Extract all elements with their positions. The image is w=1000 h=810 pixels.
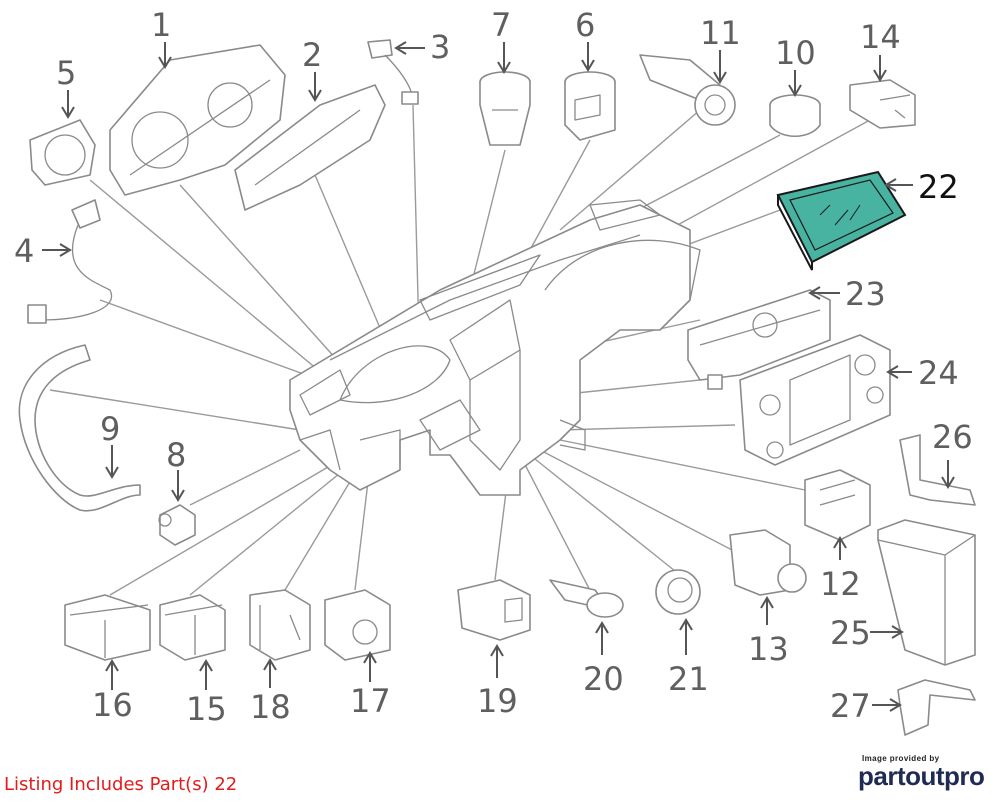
callout-18: 18 (250, 688, 291, 726)
callout-26: 26 (932, 418, 973, 456)
part-19-switch (457, 579, 531, 641)
part-11-ignition (639, 54, 736, 126)
callout-16: 16 (92, 686, 133, 724)
callout-15: 15 (186, 690, 227, 728)
callout-1: 1 (151, 6, 171, 44)
part-16-switch (64, 594, 151, 661)
callout-24: 24 (918, 354, 959, 392)
callout-labels: 1 2 3 4 5 6 7 8 9 10 11 12 13 14 15 16 1… (14, 6, 973, 728)
part-26-bracket (899, 434, 976, 506)
callout-11: 11 (700, 14, 741, 52)
part-17-switch (324, 589, 391, 661)
part-23-control-panel (687, 289, 831, 390)
part-14-switch (849, 79, 916, 129)
dashboard-assembly (289, 199, 701, 496)
part-20-lighter (549, 579, 624, 618)
part-25-module (877, 519, 976, 666)
callout-5: 5 (56, 54, 76, 92)
callout-9: 9 (100, 410, 120, 448)
image-credit: Image provided by partoutpro (858, 754, 998, 792)
callout-10: 10 (775, 34, 816, 72)
callout-2: 2 (302, 36, 322, 74)
credit-caption: Image provided by (862, 754, 940, 763)
callout-3: 3 (430, 28, 450, 66)
part-15-switch (159, 594, 226, 661)
part-2-cluster-lens (234, 84, 386, 211)
part-10-knob (769, 94, 821, 137)
callout-13: 13 (748, 630, 789, 668)
part-9-duct (18, 344, 141, 512)
listing-includes-text: Listing Includes Part(s) 22 (4, 774, 238, 795)
callout-21: 21 (668, 660, 709, 698)
callout-6: 6 (575, 6, 595, 44)
callout-19: 19 (477, 682, 518, 720)
callout-8: 8 (166, 436, 186, 474)
callout-27: 27 (830, 687, 871, 725)
callout-22: 22 (918, 168, 959, 206)
part-24-control-panel (739, 334, 891, 466)
part-12-switch (804, 469, 871, 541)
part-27-bracket (897, 679, 976, 736)
callout-25: 25 (830, 614, 871, 652)
callout-4: 4 (14, 232, 34, 270)
part-22-display-highlighted (776, 170, 907, 271)
callout-17: 17 (350, 682, 391, 720)
part-6-switch (564, 71, 616, 141)
part-13-socket (729, 529, 807, 596)
part-7-switch (479, 71, 531, 146)
partoutpro-logo: partoutpro (858, 761, 985, 791)
callout-arrows (42, 41, 955, 712)
callout-23: 23 (845, 275, 886, 313)
callout-20: 20 (583, 660, 624, 698)
part-18-switch (249, 589, 311, 661)
callout-12: 12 (820, 565, 861, 603)
part-21-socket (655, 569, 701, 615)
callout-7: 7 (491, 6, 511, 44)
part-4-cable (27, 199, 113, 324)
part-3-harness-clip (367, 39, 419, 105)
callout-14: 14 (860, 18, 901, 56)
part-8-sensor (158, 504, 196, 546)
part-1-instrument-cluster (109, 44, 286, 196)
part-5-clock (29, 119, 96, 186)
